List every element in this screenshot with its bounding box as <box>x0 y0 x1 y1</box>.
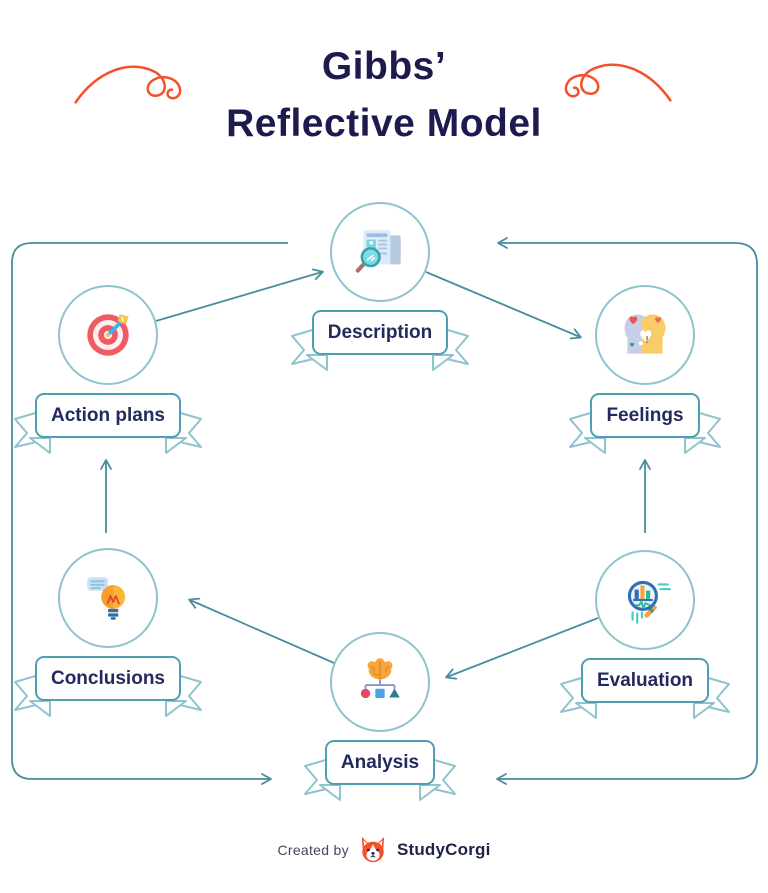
description-ribbon: Description <box>290 310 471 384</box>
brain-mindmap-icon <box>360 658 400 699</box>
studycorgi-brand-text: StudyCorgi <box>396 840 491 859</box>
stage-analysis: Analysis <box>270 632 490 814</box>
ribbon-label-box: Evaluation <box>580 658 710 703</box>
page-title: Gibbs’ Reflective Model <box>0 38 768 152</box>
squiggle-decoration-right <box>564 63 672 102</box>
description-icon-circle <box>330 202 430 302</box>
feelings-icon-circle <box>595 285 695 385</box>
ribbon-label-box: Conclusions <box>34 656 181 701</box>
heads-hearts-icon <box>624 314 666 354</box>
analysis-icon-circle <box>330 632 430 732</box>
created-by-text: Created by <box>277 842 349 858</box>
lightbulb-speech-icon <box>87 577 126 620</box>
stage-action-plans: Action plans <box>0 285 218 467</box>
analysis-ribbon: Analysis <box>303 740 457 814</box>
stage-label: Feelings <box>606 404 684 426</box>
document-search-icon <box>355 230 401 273</box>
stage-label: Analysis <box>340 751 420 773</box>
title-line-2: Reflective Model <box>226 102 542 145</box>
footer: Created by StudyCorgi <box>0 836 768 864</box>
stage-label: Action plans <box>50 404 165 426</box>
action-plans-icon-circle <box>58 285 158 385</box>
ribbon-label-box: Action plans <box>34 393 181 438</box>
feelings-ribbon: Feelings <box>568 393 721 467</box>
ribbon-label-box: Feelings <box>590 393 700 438</box>
target-dart-icon <box>87 314 129 356</box>
squiggle-decoration-left <box>74 65 182 104</box>
stage-label: Evaluation <box>596 669 694 691</box>
stage-feelings: Feelings <box>535 285 755 467</box>
conclusions-icon-circle <box>58 548 158 648</box>
stage-evaluation: Evaluation <box>535 550 755 732</box>
ribbon-tail-right <box>419 755 457 801</box>
ribbon-label-box: Analysis <box>324 740 436 785</box>
title-line-1: Gibbs’ <box>321 45 447 88</box>
stage-label: Description <box>327 321 433 343</box>
chart-magnifier-icon <box>627 580 671 624</box>
studycorgi-logo-icon <box>361 836 385 863</box>
evaluation-icon-circle <box>595 550 695 650</box>
stage-label: Conclusions <box>50 667 165 689</box>
conclusions-ribbon: Conclusions <box>13 656 203 730</box>
evaluation-ribbon: Evaluation <box>559 658 731 732</box>
stage-description: Description <box>270 202 490 384</box>
ribbon-label-box: Description <box>311 310 449 355</box>
stage-conclusions: Conclusions <box>0 548 218 730</box>
action-plans-ribbon: Action plans <box>13 393 203 467</box>
